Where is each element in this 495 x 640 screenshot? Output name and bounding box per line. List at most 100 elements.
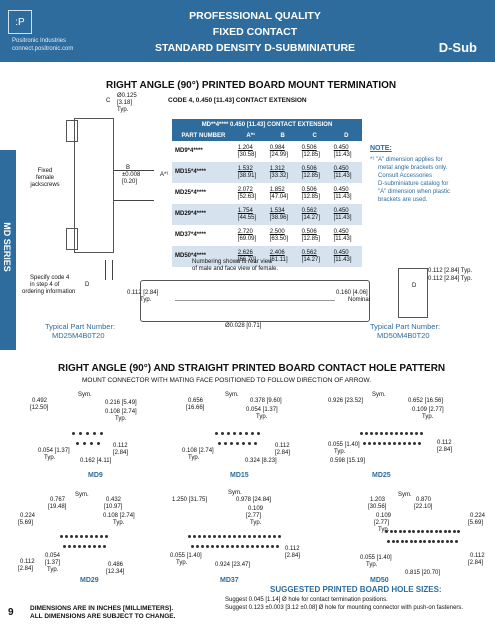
dim-diam-typ: Typ. (117, 107, 129, 113)
contact-hole (225, 545, 229, 548)
contact-hole (238, 535, 241, 538)
md29-sym: Sym. (75, 492, 89, 498)
dim-d-label: D (85, 282, 90, 288)
table-header: B (266, 130, 299, 141)
contact-hole (445, 540, 449, 543)
note-line: Consult Accessories (378, 173, 433, 179)
table-cell: MD9*4**** (175, 148, 203, 154)
contact-hole (90, 535, 93, 538)
contact-hole (439, 530, 442, 533)
md29-dim: 0.054 (45, 553, 61, 559)
contact-hole (86, 432, 89, 435)
table-cell: 0.506[12.85] (301, 186, 321, 200)
md37-dim: Typ. (250, 520, 262, 526)
md25-dim: Typ. (334, 449, 346, 455)
contact-hole (195, 545, 199, 548)
contact-hole (268, 535, 271, 538)
contact-hole (405, 432, 408, 435)
contact-hole (377, 442, 381, 445)
contact-hole (218, 535, 221, 538)
md15-dim: Typ. (256, 414, 268, 420)
typical-part-label-right: Typical Part Number: (370, 322, 441, 331)
contact-hole (250, 545, 254, 548)
contact-hole (452, 530, 456, 533)
table-cell: 0.562[14.27] (298, 246, 331, 267)
fixed-label: Fixed (37, 168, 53, 174)
md37-label: MD37 (220, 577, 239, 584)
md9-dim: [12.50] (30, 405, 49, 411)
table-cell: 2.072[52.63] (237, 186, 257, 200)
contact-hole (432, 540, 436, 543)
contact-hole (397, 442, 401, 445)
md15-dim: 0.656 (188, 398, 204, 404)
md25-dim: Typ. (422, 414, 434, 420)
contact-hole (375, 432, 378, 435)
dimensions-note-1: DIMENSIONS ARE IN INCHES [MILLIMETERS]. (30, 605, 174, 612)
md15-dim: 0.378 [9.60] (250, 398, 282, 404)
table-cell: 1.204[30.58] (237, 144, 257, 158)
contact-hole (389, 530, 393, 533)
numbering-note-2: of male and face view of female. (192, 266, 279, 272)
table-cell: 1.852[47.04] (269, 186, 289, 200)
contact-hole (387, 442, 391, 445)
contact-hole (213, 535, 216, 538)
table-cell: MD29*4**** (172, 204, 235, 225)
md9-sym: Sym. (78, 392, 92, 398)
md50-dim: [2.84] (468, 560, 484, 566)
md29-dim: [19.48] (48, 504, 67, 510)
contact-hole (70, 535, 73, 538)
contact-hole (96, 442, 100, 445)
md29-dim: [10.97] (104, 504, 123, 510)
md29-dim: [1.37] (45, 560, 61, 566)
md50-dim: 0.112 (470, 553, 485, 559)
contact-hole (385, 530, 388, 533)
typical-part-value-right: MD50M4B0T20 (377, 331, 430, 340)
table-cell: 0.506[12.85] (301, 144, 321, 158)
suggested-holes: Suggest 0.045 [1.14] Ø hole for contact … (225, 596, 463, 612)
contact-hole (395, 432, 398, 435)
md29-dim: [5.69] (18, 520, 34, 526)
bracket-top (66, 120, 78, 142)
dim-b-tol: ±0.008 (122, 172, 141, 178)
contact-hole (242, 442, 245, 445)
md9-dim: 0.108 [2.74] (105, 409, 137, 415)
contact-hole (253, 535, 256, 538)
md50-label: MD50 (370, 577, 389, 584)
contact-hole (260, 545, 264, 548)
contact-hole (436, 540, 440, 543)
section1-title: RIGHT ANGLE (90°) PRINTED BOARD MOUNT TE… (106, 80, 397, 91)
dim-a-label: A*¹ (160, 172, 169, 178)
md9-dim: Typ. (115, 416, 127, 422)
contact-hole (400, 540, 404, 543)
contact-hole (77, 545, 81, 548)
table-row: MD50*4****2.626[66.70]2.406[61.11]0.562[… (172, 246, 362, 267)
contact-hole (93, 432, 96, 435)
contact-hole (215, 545, 219, 548)
md29-dim: [12.34] (106, 569, 125, 575)
md37-dim: 0.978 [24.84] (236, 497, 272, 503)
contact-hole (263, 535, 266, 538)
contact-hole (210, 545, 214, 548)
dim-rd: D (412, 283, 417, 289)
contact-hole (224, 442, 227, 445)
bracket-bottom (66, 228, 78, 250)
md50-dim: 0.870 (416, 497, 432, 503)
header-title-1: PROFESSIONAL QUALITY (189, 10, 321, 22)
md9-label: MD9 (88, 472, 103, 479)
hole-row-line (175, 300, 335, 301)
contact-hole (248, 535, 251, 538)
page-header: :P Positronic Industries connect.positro… (0, 0, 495, 62)
contact-hole (190, 545, 194, 548)
md29-label: MD29 (80, 577, 99, 584)
contact-hole (430, 530, 433, 533)
md25-dim: [2.84] (437, 447, 453, 453)
md37-dim: Typ. (176, 560, 188, 566)
table-cell: 0.450[11.43] (330, 246, 362, 267)
table-cell: 0.562[14.27] (298, 204, 331, 225)
suggested-hole-2: Suggest 0.123 ±0.003 [3.12 ±0.08] Ø hole… (225, 605, 464, 611)
contact-hole (367, 442, 371, 445)
table-cell: 0.506[12.85] (301, 228, 321, 242)
md29-dim: 0.108 [2.74] (103, 513, 135, 519)
contact-hole (372, 442, 376, 445)
contact-hole (248, 442, 251, 445)
